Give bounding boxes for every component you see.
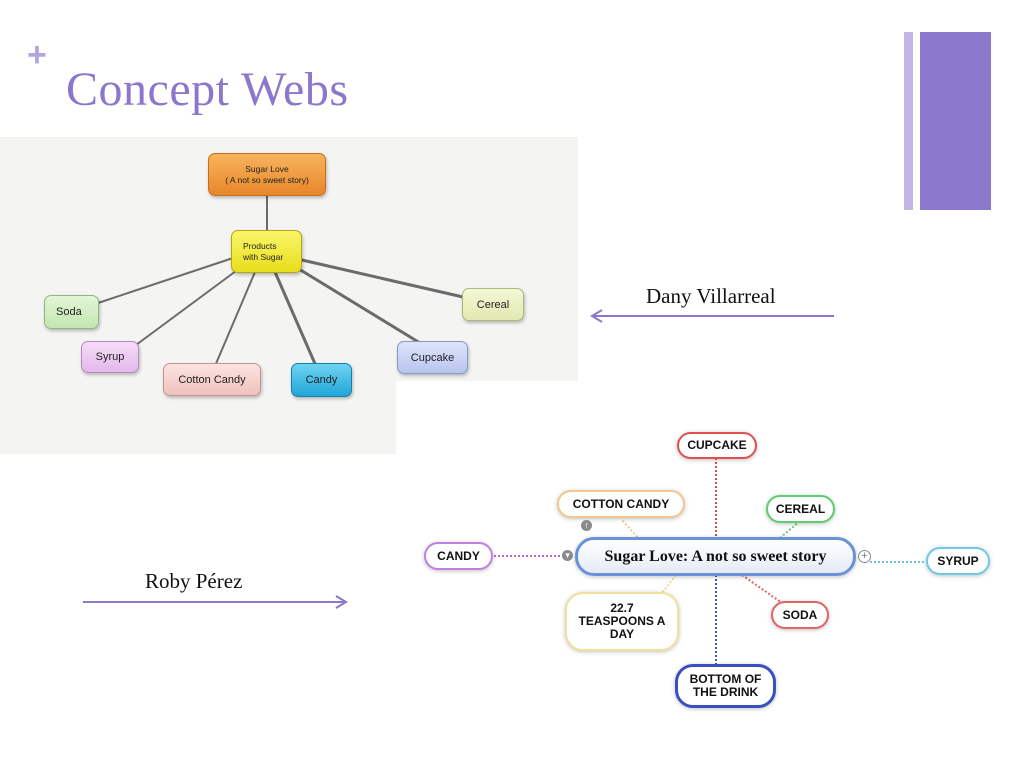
slide-title: Concept Webs xyxy=(66,63,349,116)
web2-node-candy: CANDY xyxy=(424,542,493,570)
web1-node-syrup: Syrup xyxy=(81,341,139,373)
credit-roby: Roby Pérez xyxy=(145,569,243,593)
web1-node-cotton-candy: Cotton Candy xyxy=(163,363,261,396)
expand-icon: + xyxy=(858,550,871,563)
web1-root-node: Sugar Love ( A not so sweet story) xyxy=(208,153,326,196)
web2-node-syrup: SYRUP xyxy=(926,547,990,575)
accent-bar-wide xyxy=(920,32,991,210)
web1-connectors xyxy=(97,195,465,368)
web2-node-bottom-of-drink: BOTTOM OF THE DRINK xyxy=(675,664,776,708)
accent-bar-thin xyxy=(904,32,913,210)
web1-node-candy: Candy xyxy=(291,363,352,397)
credit-arrows xyxy=(83,309,834,609)
web2-node-cotton-candy: COTTON CANDY xyxy=(557,490,685,518)
web1-node-cereal: Cereal xyxy=(462,288,524,321)
web1-node-cupcake: Cupcake xyxy=(397,341,468,374)
credit-dany: Dany Villarreal xyxy=(646,284,776,308)
web1-hub-node: Products with Sugar xyxy=(231,230,302,273)
web2-connectors xyxy=(494,458,928,664)
web2-node-cupcake: CUPCAKE xyxy=(677,432,757,459)
web2-node-cereal: CEREAL xyxy=(766,495,835,523)
collapse-icon: ▾ xyxy=(562,550,573,561)
web1-node-soda: Soda xyxy=(44,295,99,329)
web2-center-node: Sugar Love: A not so sweet story xyxy=(575,537,856,576)
collapse-icon: ↑ xyxy=(581,520,592,531)
web2-node-teaspoons: 22.7 TEASPOONS A DAY xyxy=(565,592,679,651)
plus-icon: + xyxy=(27,36,47,74)
web2-node-soda: SODA xyxy=(771,601,829,629)
